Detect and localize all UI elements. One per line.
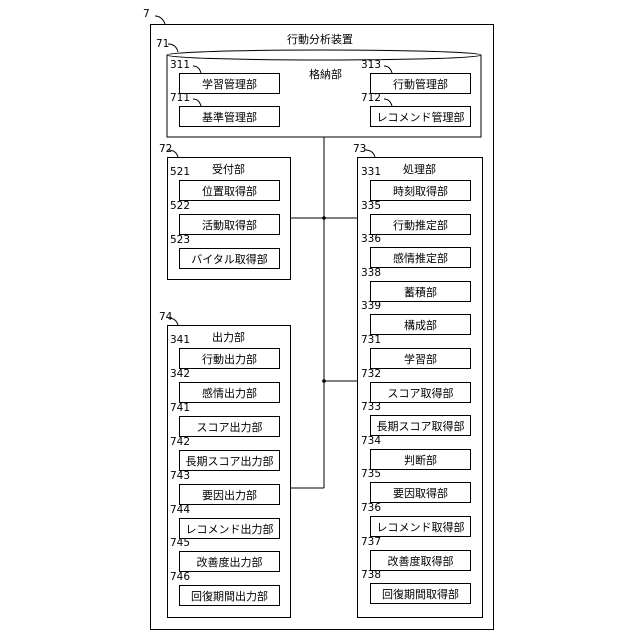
component-ref: 522 bbox=[170, 200, 190, 212]
reception-component-521: 位置取得部 bbox=[179, 180, 280, 201]
reception-ref: 72 bbox=[159, 143, 172, 155]
component-ref: 737 bbox=[361, 536, 381, 548]
component-label: レコメンド出力部 bbox=[186, 521, 274, 537]
output-component-741: スコア出力部 bbox=[179, 416, 280, 437]
component-label: 位置取得部 bbox=[202, 183, 257, 199]
component-label: 活動取得部 bbox=[202, 217, 257, 233]
component-label: バイタル取得部 bbox=[191, 251, 268, 267]
component-ref: 744 bbox=[170, 504, 190, 516]
processing-component-733: 長期スコア取得部 bbox=[370, 415, 471, 436]
processing-component-738: 回復期間取得部 bbox=[370, 583, 471, 604]
processing-component-732: スコア取得部 bbox=[370, 382, 471, 403]
storage-component-711: 基準管理部 bbox=[179, 106, 280, 127]
component-ref: 342 bbox=[170, 368, 190, 380]
component-label: 長期スコア取得部 bbox=[377, 418, 465, 434]
component-ref: 741 bbox=[170, 402, 190, 414]
component-label: 回復期間取得部 bbox=[382, 586, 459, 602]
component-ref: 738 bbox=[361, 569, 381, 581]
processing-component-735: 要因取得部 bbox=[370, 482, 471, 503]
output-component-746: 回復期間出力部 bbox=[179, 585, 280, 606]
processing-component-338: 蓄積部 bbox=[370, 281, 471, 302]
component-ref: 731 bbox=[361, 334, 381, 346]
storage-component-712: レコメンド管理部 bbox=[370, 106, 471, 127]
component-label: 蓄積部 bbox=[404, 284, 437, 300]
component-ref: 313 bbox=[361, 59, 381, 71]
component-label: スコア取得部 bbox=[388, 385, 454, 401]
component-ref: 712 bbox=[361, 92, 381, 104]
output-component-342: 感情出力部 bbox=[179, 382, 280, 403]
component-label: 要因出力部 bbox=[202, 487, 257, 503]
component-ref: 732 bbox=[361, 368, 381, 380]
component-label: 行動推定部 bbox=[393, 217, 448, 233]
component-ref: 341 bbox=[170, 334, 190, 346]
component-label: 学習部 bbox=[404, 351, 437, 367]
component-label: レコメンド管理部 bbox=[377, 109, 465, 125]
processing-component-335: 行動推定部 bbox=[370, 214, 471, 235]
component-ref: 745 bbox=[170, 537, 190, 549]
component-ref: 521 bbox=[170, 166, 190, 178]
component-label: 改善度出力部 bbox=[197, 554, 263, 570]
component-ref: 734 bbox=[361, 435, 381, 447]
processing-component-731: 学習部 bbox=[370, 348, 471, 369]
component-label: 改善度取得部 bbox=[388, 553, 454, 569]
component-label: 時刻取得部 bbox=[393, 183, 448, 199]
device-title: 行動分析装置 bbox=[287, 31, 353, 47]
component-label: 基準管理部 bbox=[202, 109, 257, 125]
component-label: 回復期間出力部 bbox=[191, 588, 268, 604]
storage-title: 格納部 bbox=[309, 66, 342, 82]
component-label: 長期スコア出力部 bbox=[186, 453, 274, 469]
component-label: 構成部 bbox=[404, 317, 437, 333]
component-label: レコメンド取得部 bbox=[377, 519, 465, 535]
component-ref: 746 bbox=[170, 571, 190, 583]
component-ref: 311 bbox=[170, 59, 190, 71]
processing-component-734: 判断部 bbox=[370, 449, 471, 470]
reception-component-522: 活動取得部 bbox=[179, 214, 280, 235]
component-ref: 339 bbox=[361, 300, 381, 312]
component-label: 感情出力部 bbox=[202, 385, 257, 401]
component-label: 判断部 bbox=[404, 452, 437, 468]
processing-component-737: 改善度取得部 bbox=[370, 550, 471, 571]
component-ref: 523 bbox=[170, 234, 190, 246]
processing-ref: 73 bbox=[353, 143, 366, 155]
component-ref: 742 bbox=[170, 436, 190, 448]
component-ref: 743 bbox=[170, 470, 190, 482]
component-label: 要因取得部 bbox=[393, 485, 448, 501]
device-ref: 7 bbox=[143, 8, 150, 20]
processing-component-339: 構成部 bbox=[370, 314, 471, 335]
storage-component-313: 行動管理部 bbox=[370, 73, 471, 94]
output-title: 出力部 bbox=[212, 329, 245, 345]
output-ref: 74 bbox=[159, 311, 172, 323]
component-ref: 338 bbox=[361, 267, 381, 279]
component-ref: 711 bbox=[170, 92, 190, 104]
component-label: 行動管理部 bbox=[393, 76, 448, 92]
reception-title: 受付部 bbox=[212, 161, 245, 177]
output-component-745: 改善度出力部 bbox=[179, 551, 280, 572]
component-ref: 331 bbox=[361, 166, 381, 178]
output-component-743: 要因出力部 bbox=[179, 484, 280, 505]
reception-component-523: バイタル取得部 bbox=[179, 248, 280, 269]
component-ref: 336 bbox=[361, 233, 381, 245]
processing-component-331: 時刻取得部 bbox=[370, 180, 471, 201]
component-ref: 733 bbox=[361, 401, 381, 413]
component-label: スコア出力部 bbox=[197, 419, 263, 435]
component-label: 学習管理部 bbox=[202, 76, 257, 92]
output-component-341: 行動出力部 bbox=[179, 348, 280, 369]
output-component-744: レコメンド出力部 bbox=[179, 518, 280, 539]
storage-ref: 71 bbox=[156, 38, 169, 50]
component-ref: 736 bbox=[361, 502, 381, 514]
processing-component-336: 感情推定部 bbox=[370, 247, 471, 268]
component-ref: 735 bbox=[361, 468, 381, 480]
component-ref: 335 bbox=[361, 200, 381, 212]
output-component-742: 長期スコア出力部 bbox=[179, 450, 280, 471]
processing-title: 処理部 bbox=[403, 161, 436, 177]
component-label: 行動出力部 bbox=[202, 351, 257, 367]
storage-component-311: 学習管理部 bbox=[179, 73, 280, 94]
processing-component-736: レコメンド取得部 bbox=[370, 516, 471, 537]
component-label: 感情推定部 bbox=[393, 250, 448, 266]
